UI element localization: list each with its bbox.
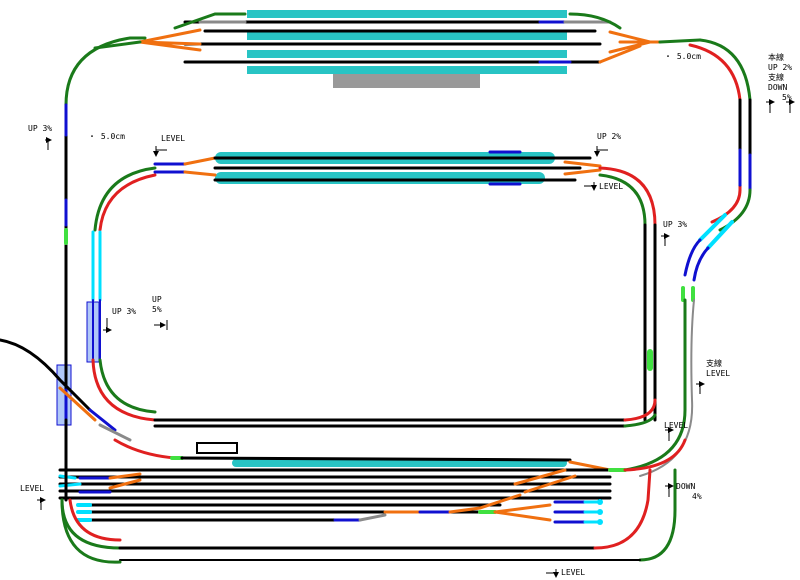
curve-track [688,43,742,192]
radius-label: ・ 5.0cm [88,132,125,141]
curve-track [623,438,687,472]
radius-label: ・ 5.0cm [664,52,701,61]
turnout [563,160,602,176]
gradient-label: 5% [152,305,162,314]
straight-track [643,223,657,422]
top-station-platform [247,30,567,40]
blue-section [88,408,117,432]
curve-track [698,38,752,192]
curve-track [93,166,157,232]
approach-track [0,338,92,412]
gradient-label: LEVEL [20,484,44,493]
buffer-stop [597,499,603,505]
line-name-label: 支線 [706,358,722,368]
small-building [196,442,238,454]
turnout [513,468,577,494]
curve-track [623,413,657,428]
station-track [180,456,572,462]
gradient-label: LEVEL [561,568,585,577]
green-section [681,286,695,302]
curve-track [710,188,742,224]
turnout [108,472,142,490]
turnout [138,28,202,52]
gradient-label: UP 2% [597,132,621,141]
curve-track [638,468,677,562]
station-building [333,74,480,88]
straight-track [153,418,627,428]
top-station-platform [247,50,567,58]
blue-section [153,162,187,174]
curve-track [173,12,247,30]
curve-track [68,498,122,542]
gradient-label: DOWN [768,83,787,92]
curve-track [593,468,652,550]
gradient-arrows [37,102,794,577]
top-station-platform [247,10,567,18]
buffer-stop [597,519,603,525]
gray-section [358,513,387,522]
track-labels: UP 3% ・ 5.0cm LEVEL UP 2% LEVEL ・ 5.0cm … [20,52,792,577]
turnout [598,30,662,64]
gradient-label: DOWN [676,482,695,491]
blue-section [92,299,101,361]
light-blue-section [91,230,102,302]
gradient-label: UP 2% [768,63,792,72]
turnout [58,386,97,422]
curve-track [60,498,122,564]
gradient-label: UP 3% [112,307,136,316]
curve-track [623,298,687,472]
turnout [493,503,552,522]
curve-track [91,358,157,422]
curve-track [64,36,147,107]
middle-station-platform [215,172,545,184]
curve-track [658,38,702,44]
blue-section [78,476,112,494]
top-station-platform [247,66,567,74]
curve-track [718,188,752,232]
turnout [448,493,522,514]
turnout [183,156,217,177]
curve-track [98,358,157,414]
curve-track [598,166,657,227]
platforms [56,10,567,467]
gray-section [639,299,695,477]
gradient-label: LEVEL [599,182,623,191]
gradient-label: 5% [782,93,792,102]
line-name-label: 支線 [768,72,784,82]
gradient-label: UP 3% [28,124,52,133]
gray-section [98,423,132,442]
curve-track [98,173,157,232]
line-name-label: 本線 [768,52,784,62]
gradient-label: 4% [692,492,702,501]
buffer-stop [597,509,603,515]
blue-section [683,238,710,282]
gradient-label: LEVEL [706,369,730,378]
gradient-label: LEVEL [161,134,185,143]
curve-track [598,173,647,227]
light-blue-section [76,503,92,522]
yard-track [478,468,562,479]
light-blue-section [698,213,734,250]
curve-track [623,398,657,422]
gradient-label: LEVEL [664,421,688,430]
curve-track [113,438,177,460]
curve-track [568,12,622,30]
blue-section [553,500,587,524]
track-lines [0,12,752,564]
gradient-label: UP 3% [663,220,687,229]
gradient-label: UP [152,295,162,304]
